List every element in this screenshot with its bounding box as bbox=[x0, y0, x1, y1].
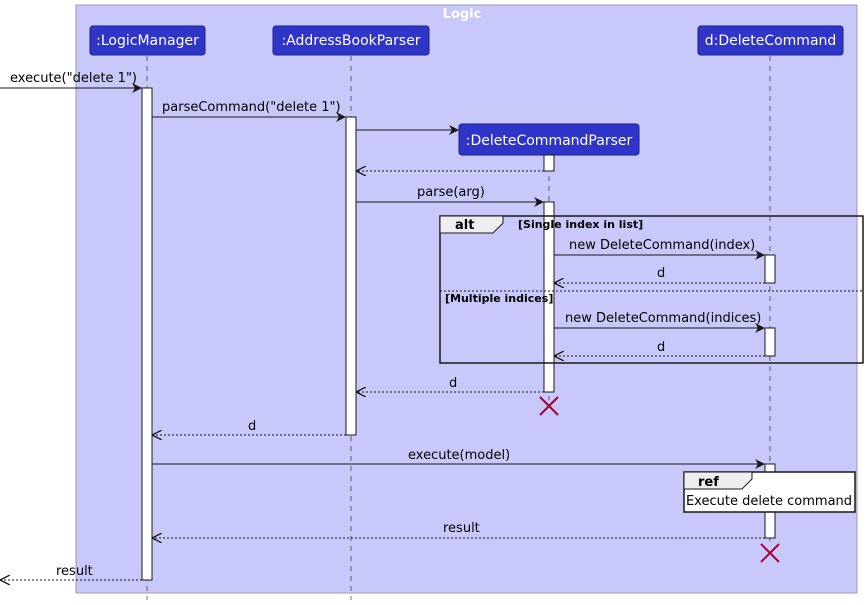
message-label-return-d-2: d bbox=[657, 340, 665, 355]
participant-label: :LogicManager bbox=[96, 33, 199, 49]
participant-label: d:DeleteCommand bbox=[705, 33, 837, 49]
message-label-return-d-4: d bbox=[248, 419, 256, 434]
message-label-return-result-1: result bbox=[443, 521, 480, 536]
alt-fragment bbox=[439, 215, 864, 364]
activation-dcp-parse bbox=[543, 201, 555, 393]
destroy-marker-delete-command bbox=[760, 543, 780, 563]
activation-address-book-parser bbox=[345, 116, 357, 436]
message-label-return-d-1: d bbox=[657, 266, 665, 281]
participant-delete-command-parser[interactable]: :DeleteCommandParser bbox=[458, 123, 640, 156]
alt-guard-multiple: [Multiple indices] bbox=[445, 292, 553, 305]
participant-address-book-parser[interactable]: :AddressBookParser bbox=[272, 25, 430, 56]
participant-label: :DeleteCommandParser bbox=[466, 133, 633, 149]
message-label-parse-command: parseCommand("delete 1") bbox=[162, 100, 341, 115]
ref-text: Execute delete command bbox=[686, 494, 852, 509]
ref-keyword: ref bbox=[698, 475, 719, 490]
message-label-new-command-indices: new DeleteCommand(indices) bbox=[565, 311, 761, 326]
participant-label: :AddressBookParser bbox=[281, 33, 420, 49]
alt-guard-single: [Single index in list] bbox=[518, 218, 643, 231]
message-label-new-command-index: new DeleteCommand(index) bbox=[569, 238, 755, 253]
alt-keyword: alt bbox=[455, 218, 474, 233]
activation-logic-manager bbox=[141, 87, 153, 581]
participant-logic-manager[interactable]: :LogicManager bbox=[89, 25, 206, 56]
message-label-execute-delete: execute("delete 1") bbox=[10, 71, 137, 86]
activation-dc-1 bbox=[764, 254, 776, 284]
activation-dcp-create bbox=[543, 154, 555, 172]
ref-fragment bbox=[683, 471, 856, 513]
destroy-marker-delete-command-parser bbox=[539, 396, 559, 416]
message-label-execute-model: execute(model) bbox=[408, 448, 510, 463]
activation-dc-2 bbox=[764, 327, 776, 357]
message-label-return-result-2: result bbox=[56, 564, 93, 579]
message-label-return-d-3: d bbox=[449, 376, 457, 391]
participant-delete-command[interactable]: d:DeleteCommand bbox=[697, 25, 844, 56]
message-label-parse-arg: parse(arg) bbox=[417, 185, 485, 200]
logic-frame-title: Logic bbox=[443, 7, 482, 22]
